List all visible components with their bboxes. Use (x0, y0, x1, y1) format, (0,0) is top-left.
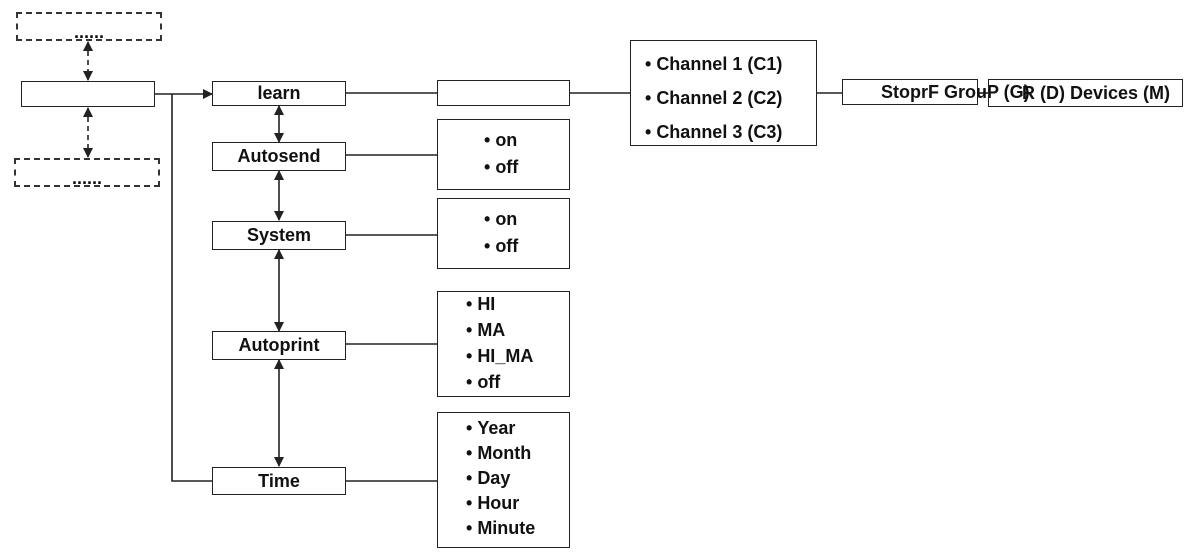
r-devices-box: R (D) Devices (M) (988, 79, 1183, 107)
autoprint-option: HI (466, 291, 533, 317)
autosend-options-list: on off (484, 127, 518, 181)
menu-item-time: Time (212, 467, 346, 495)
time-option: Month (466, 441, 535, 466)
autosend-option: off (484, 154, 518, 181)
autoprint-options-list: HI MA HI_MA off (466, 291, 533, 395)
learn-submenu-box (437, 80, 570, 106)
channel-option: Channel 3 (C3) (645, 115, 782, 149)
menu-item-learn: learn (212, 81, 346, 106)
time-option: Minute (466, 516, 535, 541)
menu-item-autoprint: Autoprint (212, 331, 346, 360)
sibling-menu-bottom (14, 158, 160, 187)
sibling-menu-top-label: ...... (73, 22, 104, 42)
stoprf-group-box: StoprF GrouP (G) (842, 79, 1030, 105)
autoprint-option: MA (466, 317, 533, 343)
time-options-list: Year Month Day Hour Minute (466, 416, 535, 541)
system-option: on (484, 206, 518, 233)
menu-item-system: System (212, 221, 346, 250)
autoprint-option: HI_MA (466, 343, 533, 369)
channel-option: Channel 2 (C2) (645, 81, 782, 115)
time-option: Year (466, 416, 535, 441)
channel-options-list: Channel 1 (C1) Channel 2 (C2) Channel 3 … (645, 47, 782, 149)
trunk-line (171, 94, 212, 482)
autoprint-option: off (466, 369, 533, 395)
time-option: Day (466, 466, 535, 491)
channel-option: Channel 1 (C1) (645, 47, 782, 81)
sibling-menu-bottom-label: ...... (71, 168, 102, 188)
sibling-menu-top (16, 12, 162, 41)
system-options-list: on off (484, 206, 518, 260)
time-option: Hour (466, 491, 535, 516)
autosend-option: on (484, 127, 518, 154)
menu-item-autosend: Autosend (212, 142, 346, 171)
system-option: off (484, 233, 518, 260)
root-menu-box (21, 81, 155, 107)
